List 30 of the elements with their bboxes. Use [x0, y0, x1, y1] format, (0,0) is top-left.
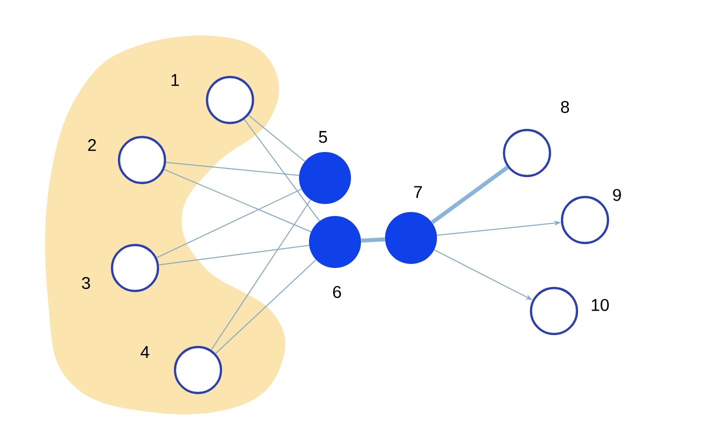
filled-circle	[309, 216, 361, 268]
hollow-circle	[174, 346, 222, 394]
connector-line	[158, 244, 310, 266]
hollow-circle	[110, 244, 160, 292]
node-number: 10	[592, 298, 609, 312]
node-number: 5	[318, 131, 328, 143]
connector-line	[166, 162, 300, 176]
connector-line	[248, 114, 306, 162]
node-number: 9	[613, 188, 621, 202]
connector-line	[156, 188, 302, 258]
hollow-circle	[118, 136, 166, 184]
hollow-circle	[206, 76, 254, 124]
node-number: 2	[88, 139, 96, 151]
filled-circle	[385, 212, 437, 264]
node-number: 3	[82, 276, 90, 290]
node-number: 8	[561, 100, 569, 114]
node-number: 1	[172, 74, 179, 86]
node-number: 7	[414, 186, 422, 198]
hollow-circle	[560, 196, 610, 244]
hollow-circle	[502, 128, 552, 178]
connector-line	[215, 259, 316, 354]
connector-line	[210, 199, 312, 350]
node-number: 4	[140, 346, 150, 358]
hollow-circle	[530, 286, 578, 336]
connector-line	[164, 168, 312, 232]
connector-line	[430, 166, 509, 224]
node-number: 6	[333, 286, 341, 298]
connector-line	[361, 237, 385, 243]
filled-circle	[299, 152, 351, 204]
connector-line	[244, 118, 320, 222]
